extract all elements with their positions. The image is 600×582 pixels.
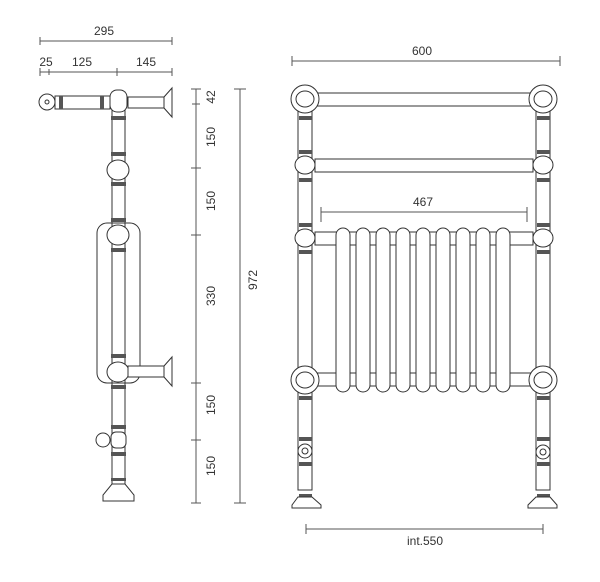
dimension-label: 25 xyxy=(39,55,53,69)
dimension-label: 467 xyxy=(413,195,433,209)
dimension-label: int.550 xyxy=(407,534,443,548)
radiator-section xyxy=(495,227,511,393)
radiator-section xyxy=(355,227,371,393)
dimension-height-972: 972 xyxy=(234,88,260,504)
radiator-section xyxy=(475,227,491,393)
dimension-label: 330 xyxy=(204,286,218,306)
dimension-label: 125 xyxy=(72,55,92,69)
dimension-label: 972 xyxy=(246,270,260,290)
dimension-label: 295 xyxy=(94,24,114,38)
dimension-label: 150 xyxy=(204,395,218,415)
radiator-section xyxy=(455,227,471,393)
dimension-width-parts: 25 125 145 xyxy=(39,55,173,76)
dimension-label: 150 xyxy=(204,191,218,211)
radiator-body-side xyxy=(96,222,141,384)
dimension-label: 150 xyxy=(204,456,218,476)
radiator-section xyxy=(415,227,431,393)
radiator-section xyxy=(375,227,391,393)
dimension-radiator-467: 467 xyxy=(320,195,528,222)
radiator-section xyxy=(335,227,351,393)
radiator-section xyxy=(435,227,451,393)
dimension-width-600: 600 xyxy=(291,44,561,66)
dimension-label: 145 xyxy=(136,55,156,69)
joints xyxy=(95,89,135,502)
dimension-label: 42 xyxy=(204,90,218,104)
radiator-sections xyxy=(335,227,511,393)
dimension-width-295: 295 xyxy=(39,24,173,45)
dimension-height-parts: 42 150 150 330 150 150 xyxy=(191,88,218,504)
front-joints xyxy=(290,84,558,509)
radiator-section xyxy=(395,227,411,393)
dimension-label: 150 xyxy=(204,127,218,147)
lower-arm-side xyxy=(127,355,173,388)
front-view: 600 xyxy=(290,44,561,548)
top-rail-side xyxy=(38,86,173,119)
dimension-label: 600 xyxy=(412,44,432,58)
side-view: 295 25 125 145 xyxy=(38,24,260,504)
dimension-interaxis-550: int.550 xyxy=(305,524,544,548)
